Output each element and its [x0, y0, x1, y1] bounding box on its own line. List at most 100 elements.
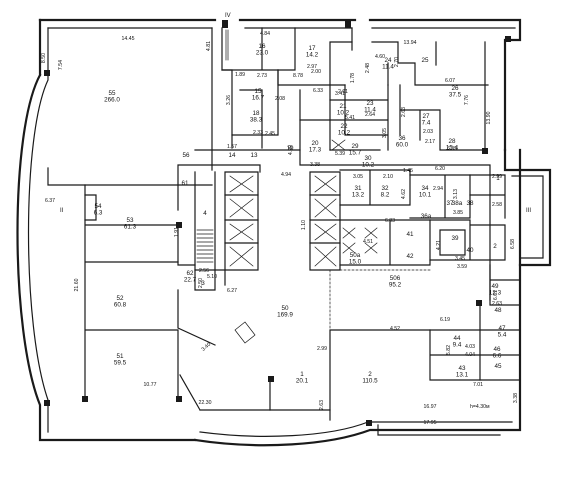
- dimension-label: 2.70: [394, 57, 400, 67]
- section-mark-ii: II: [60, 208, 64, 214]
- dimension-label: 1.10: [301, 220, 307, 230]
- room-number: 47: [498, 325, 506, 332]
- room-number: 42: [406, 253, 414, 260]
- dimension-label: 4.81: [206, 41, 212, 51]
- dimension-label: 13.90: [486, 111, 492, 124]
- room-number: 46: [493, 346, 501, 353]
- room-area: 12.3: [489, 290, 502, 297]
- room-area: 169.9: [277, 312, 293, 319]
- dimension-label: 6.07: [445, 78, 455, 84]
- room-area: 11.4: [364, 107, 376, 114]
- room-labels: 55266.01623.01714.22411.4252637.51516.71…: [94, 43, 507, 385]
- room-area: 7.4: [422, 120, 431, 127]
- room-number: 45: [494, 363, 502, 370]
- dimension-label: 5.39: [335, 151, 345, 157]
- room-number: 506: [390, 275, 401, 282]
- room-area: 10.2: [362, 162, 375, 169]
- room-number: 23: [366, 100, 374, 107]
- dimension-label: 6.58: [510, 239, 516, 249]
- dimension-label: 2.45: [265, 131, 275, 137]
- dimension-label: 7.76: [464, 95, 470, 105]
- room-number: 27: [422, 113, 430, 120]
- dimension-label: 21.60: [74, 278, 80, 291]
- dimension-label: 1.57: [227, 144, 237, 150]
- room-area: 15.4: [446, 145, 459, 152]
- room-number: 19: [286, 145, 294, 152]
- dimension-label: 6.27: [227, 288, 237, 294]
- room-area: 13.2: [352, 192, 365, 199]
- dimension-label: 8.78: [293, 73, 303, 79]
- room-number: 55: [108, 90, 116, 97]
- dimension-label: 17.95: [424, 420, 437, 426]
- room-number: 48: [494, 307, 502, 314]
- dimension-label: 3.05: [353, 174, 363, 180]
- room-number: 62: [186, 270, 194, 277]
- height-note: h=4.30м: [470, 404, 490, 410]
- room-number: 29: [351, 143, 359, 150]
- room-area: 10.2: [337, 110, 350, 117]
- room-number: 40: [466, 247, 474, 254]
- room-area: 22.7: [184, 277, 197, 284]
- room-number: 15: [254, 88, 262, 95]
- dimension-label: 6.33: [313, 88, 323, 94]
- room-number: 20: [311, 140, 319, 147]
- room-number: 36: [398, 135, 406, 142]
- section-mark-iii: III: [526, 208, 531, 214]
- dimension-label: 4.03: [465, 344, 475, 350]
- stair-label: IV: [225, 13, 231, 19]
- room-area: 95.2: [389, 282, 402, 289]
- dimension-label: 4.99: [288, 145, 294, 155]
- room-area: 110.5: [362, 378, 378, 385]
- interior-walls: [47, 27, 521, 421]
- room-number: 34: [421, 185, 429, 192]
- outer-walls: [16, 18, 552, 447]
- dimension-label: 3.38: [310, 162, 320, 168]
- dimension-label: 2.99: [492, 174, 502, 180]
- stair-hatching: [196, 29, 411, 344]
- room-number: 21: [339, 103, 347, 110]
- dimension-label: 2.73: [257, 73, 267, 79]
- room-area: 9.4: [453, 342, 462, 349]
- room-area: 23.0: [256, 50, 269, 57]
- room-number: 44: [453, 335, 461, 342]
- room-number: 54: [94, 203, 102, 210]
- room-number: 53: [126, 217, 134, 224]
- dimension-label: 6.19: [440, 317, 450, 323]
- room-number: 39: [451, 235, 459, 242]
- room-number: 37: [446, 200, 454, 207]
- dimension-label: 3.85: [453, 210, 463, 216]
- dimension-label: 4.21: [436, 240, 442, 250]
- dimension-label: 2.48: [365, 63, 371, 73]
- dimension-label: 2.58: [492, 202, 502, 208]
- room-area: 15.0: [349, 259, 362, 266]
- dimension-label: 3.59: [457, 264, 467, 270]
- room-number: 30: [364, 155, 372, 162]
- room-number: 56: [182, 152, 190, 159]
- dimension-label: 2.64: [365, 112, 375, 118]
- room-area: 5.4: [498, 332, 507, 339]
- dimension-label: 2.97: [307, 64, 317, 70]
- room-area: 6.6: [493, 353, 502, 360]
- dimension-label: 1.45: [403, 168, 413, 174]
- dimension-label: 4.51: [363, 239, 373, 245]
- room-area: 14.2: [306, 52, 319, 59]
- room-number: 24: [384, 57, 392, 64]
- dimension-label: 6.20: [435, 166, 445, 172]
- dimension-label: 2.56: [199, 268, 209, 274]
- room-number: 51: [116, 353, 124, 360]
- dimension-label: 6.01: [493, 290, 499, 300]
- dimension-label: 2.10: [383, 174, 393, 180]
- room-area: 10.1: [419, 192, 432, 199]
- dimension-label: 2.99: [317, 346, 327, 352]
- room-area: 59.5: [114, 360, 127, 367]
- room-number: 2: [368, 371, 372, 378]
- columns: [44, 20, 511, 426]
- room-number: 38: [466, 200, 474, 207]
- dimension-label: 3.38: [513, 393, 519, 403]
- room-number: 50a: [350, 252, 361, 259]
- room-number: 1: [300, 371, 304, 378]
- dimension-label: 3.41: [335, 91, 345, 97]
- room-area: 17.3: [309, 147, 322, 154]
- dimension-label: 22.30: [199, 400, 212, 406]
- room-area: 20.1: [296, 378, 309, 385]
